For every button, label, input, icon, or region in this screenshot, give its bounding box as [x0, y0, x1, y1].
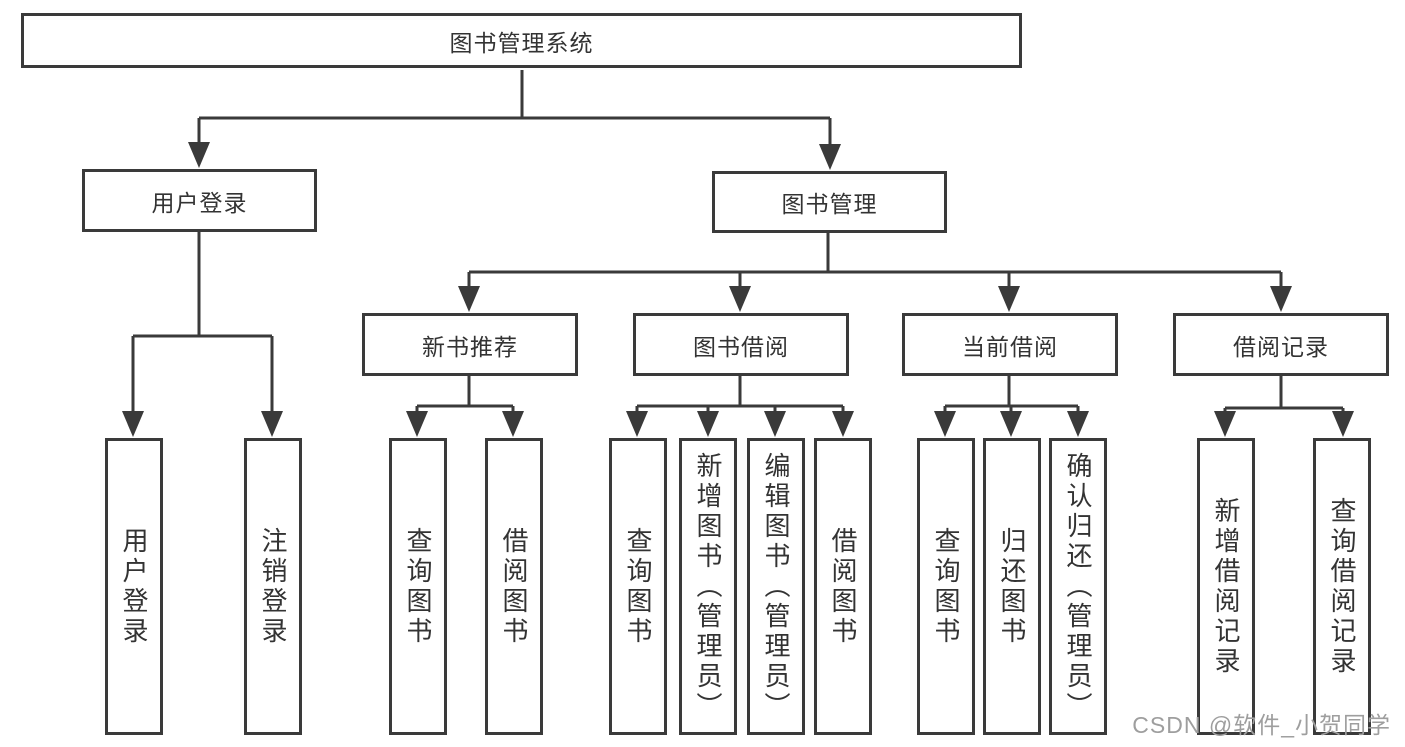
leaf-query-books-current: 查询图书: [917, 438, 975, 735]
leaf-add-borrow-record: 新增借阅记录: [1197, 438, 1255, 735]
node-book-borrow-label: 图书借阅: [693, 333, 789, 360]
node-user-login: 用户登录: [82, 169, 317, 232]
leaf-return-books-label: 归还图书: [997, 526, 1027, 647]
leaf-query-books-recommend-label: 查询图书: [403, 526, 433, 647]
node-book-borrow: 图书借阅: [633, 313, 849, 376]
leaf-borrow-books-label: 借阅图书: [828, 526, 858, 647]
leaf-query-borrow-record: 查询借阅记录: [1313, 438, 1371, 735]
leaf-add-books-admin: 新增图书（管理员）: [679, 438, 737, 735]
node-user-login-label: 用户登录: [151, 189, 248, 216]
leaf-confirm-return-admin-label: 确认归还（管理员）: [1063, 451, 1093, 722]
leaf-logout-label: 注销登录: [258, 526, 288, 647]
leaf-borrow-books-recommend: 借阅图书: [485, 438, 543, 735]
leaf-query-books-borrow: 查询图书: [609, 438, 667, 735]
node-borrow-records-label: 借阅记录: [1233, 333, 1329, 360]
node-current-borrow-label: 当前借阅: [962, 333, 1058, 360]
leaf-query-books-borrow-label: 查询图书: [623, 526, 653, 647]
leaf-query-books-current-label: 查询图书: [931, 526, 961, 647]
leaf-user-login: 用户登录: [105, 438, 163, 735]
node-root-label: 图书管理系统: [449, 29, 594, 56]
leaf-return-books: 归还图书: [983, 438, 1041, 735]
leaf-borrow-books: 借阅图书: [814, 438, 872, 735]
leaf-edit-books-admin-label: 编辑图书（管理员）: [761, 451, 791, 722]
leaf-user-login-label: 用户登录: [119, 526, 149, 647]
node-borrow-records: 借阅记录: [1173, 313, 1389, 376]
leaf-logout: 注销登录: [244, 438, 302, 735]
leaf-add-books-admin-label: 新增图书（管理员）: [693, 451, 723, 722]
leaf-add-borrow-record-label: 新增借阅记录: [1211, 496, 1241, 677]
node-new-book-recommend: 新书推荐: [362, 313, 578, 376]
node-root: 图书管理系统: [21, 13, 1022, 68]
node-new-book-recommend-label: 新书推荐: [422, 333, 518, 360]
leaf-borrow-books-recommend-label: 借阅图书: [499, 526, 529, 647]
arrowheads: [122, 142, 1354, 437]
node-book-management-label: 图书管理: [781, 191, 878, 217]
leaf-confirm-return-admin: 确认归还（管理员）: [1049, 438, 1107, 735]
node-current-borrow: 当前借阅: [902, 313, 1118, 376]
watermark: CSDN @软件_小贺同学: [1132, 712, 1391, 738]
node-book-management: 图书管理: [712, 171, 947, 233]
leaf-query-books-recommend: 查询图书: [389, 438, 447, 735]
leaf-query-borrow-record-label: 查询借阅记录: [1327, 496, 1357, 677]
leaf-edit-books-admin: 编辑图书（管理员）: [747, 438, 805, 735]
